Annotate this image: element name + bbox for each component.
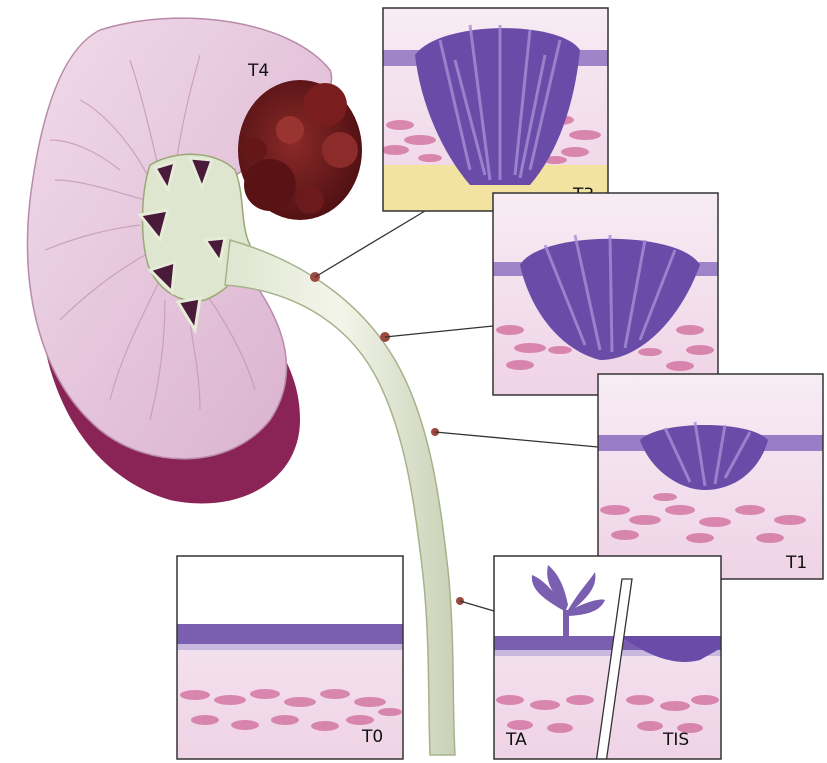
kidney: T4: [28, 18, 362, 503]
label-ta: TA: [505, 730, 527, 750]
panel-t3: T3: [381, 8, 608, 215]
panel-ta-tis: TA TIS: [494, 556, 721, 763]
connector-ta: [460, 601, 494, 611]
label-t1: T1: [785, 553, 807, 573]
label-tis: TIS: [662, 730, 689, 750]
panel-t0: T0: [177, 556, 403, 759]
connector-t2: [385, 326, 493, 337]
connector-t1: [435, 432, 598, 447]
panel-t2: T2: [493, 193, 718, 395]
panel-t1: T1: [598, 374, 823, 579]
renal-tumor: [238, 80, 362, 220]
connector-t3: [315, 211, 425, 277]
label-t0: T0: [361, 727, 383, 747]
label-t4: T4: [247, 61, 269, 81]
